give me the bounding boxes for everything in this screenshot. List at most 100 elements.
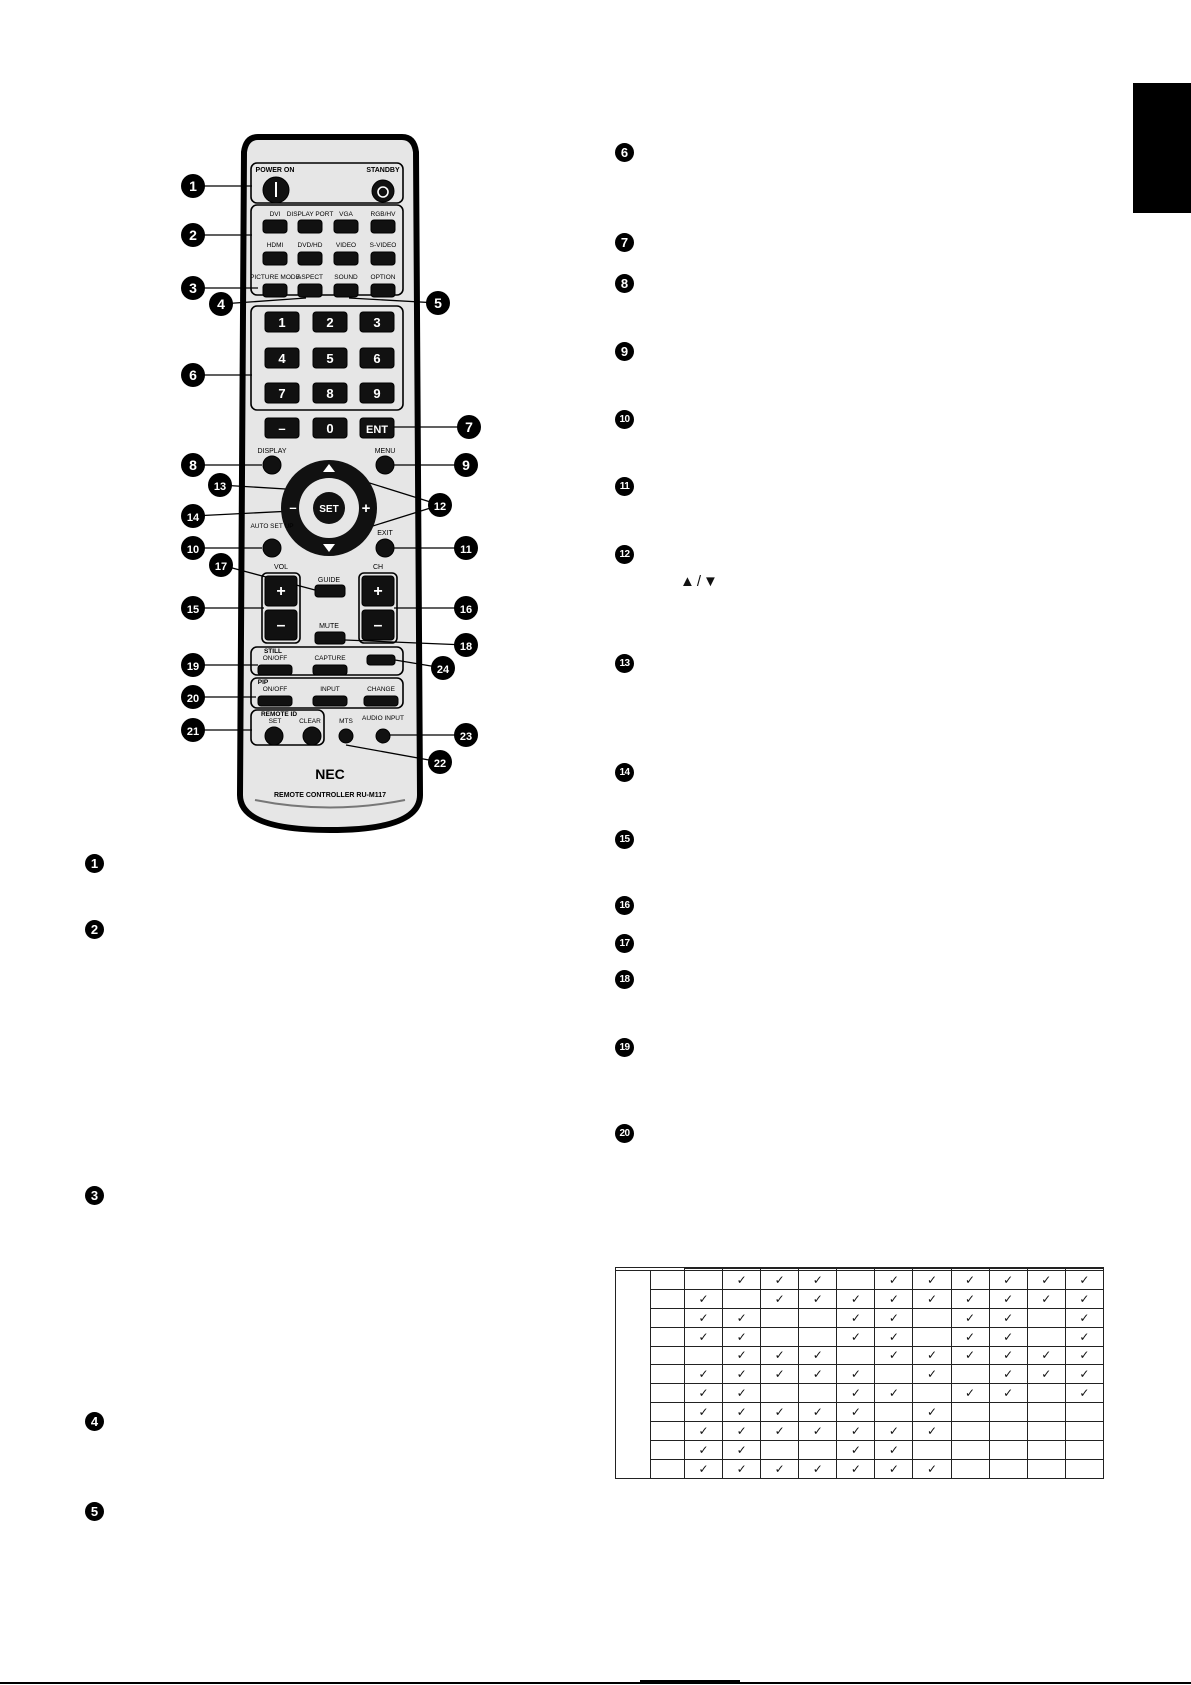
keypad-button-6[interactable] (264, 382, 300, 404)
mode-button-2[interactable] (333, 283, 359, 298)
input-button-2[interactable] (333, 219, 359, 234)
auto-set-up-button[interactable] (262, 538, 282, 558)
pip-label: PIP (258, 679, 269, 686)
check-icon: ✓ (1064, 1345, 1105, 1366)
keypad-button-4[interactable] (312, 347, 348, 369)
input2-label-1: DVD/HD (298, 242, 323, 249)
table-cell (798, 1326, 838, 1347)
keypad-button-7[interactable] (312, 382, 348, 404)
vol-down-button[interactable] (264, 609, 298, 641)
callout-number-24: 24 (437, 664, 450, 676)
table-cell (1064, 1421, 1105, 1442)
remote-id-set-button[interactable] (264, 726, 284, 746)
item-marker-5: 5 (85, 1502, 104, 1521)
keypad-button-5[interactable] (359, 347, 395, 369)
remote-bottom-curve (254, 799, 406, 809)
item-marker-8: 8 (615, 274, 634, 293)
check-icon: ✓ (874, 1345, 914, 1366)
check-icon: ✓ (874, 1383, 914, 1404)
keypad-button-9[interactable] (264, 417, 300, 439)
check-icon: ✓ (874, 1440, 914, 1460)
keypad-button-10[interactable] (312, 417, 348, 439)
guide-button[interactable] (314, 584, 346, 598)
check-icon: ✓ (760, 1421, 800, 1442)
check-icon: ✓ (722, 1364, 762, 1385)
up-down-arrows-text: ▲/▼ (680, 573, 720, 590)
check-icon: ✓ (836, 1307, 876, 1328)
table-row-label-cell (649, 1402, 685, 1423)
standby-button[interactable] (371, 179, 395, 203)
ch-down-button[interactable] (361, 609, 395, 641)
guide-label: GUIDE (318, 577, 341, 584)
mode-button-0[interactable] (262, 283, 288, 298)
item-marker-17: 17 (615, 934, 634, 953)
remote-id-clear-button[interactable] (302, 726, 322, 746)
callout-number-23: 23 (460, 731, 472, 743)
vol-up-button[interactable] (264, 575, 298, 607)
check-icon: ✓ (950, 1326, 990, 1347)
input-button-1[interactable] (297, 219, 323, 234)
check-icon: ✓ (912, 1345, 952, 1366)
table-row-label-cell (649, 1345, 685, 1366)
exit-button[interactable] (375, 538, 395, 558)
input2-button-2[interactable] (333, 251, 359, 266)
callout-number-20: 20 (187, 693, 199, 705)
keypad-button-1[interactable] (312, 311, 348, 333)
callout-number-14: 14 (187, 512, 200, 524)
pip-input-button[interactable] (312, 695, 348, 707)
keypad-button-8[interactable] (359, 382, 395, 404)
table-row-label-cell (649, 1364, 685, 1385)
table-row: ✓✓✓✓✓✓✓✓✓ (616, 1364, 1105, 1385)
callout-circle-24 (431, 656, 455, 680)
input-button-3[interactable] (370, 219, 396, 234)
keypad-button-3[interactable] (264, 347, 300, 369)
check-icon: ✓ (722, 1440, 762, 1460)
callout-number-19: 19 (187, 661, 199, 673)
vol-label: VOL (274, 564, 288, 571)
input2-button-1[interactable] (297, 251, 323, 266)
ch-label: CH (373, 564, 383, 571)
check-icon: ✓ (988, 1307, 1028, 1328)
ent-button[interactable] (359, 417, 395, 439)
check-icon: ✓ (683, 1364, 724, 1385)
callout-number-17: 17 (215, 561, 227, 573)
table-cell (1064, 1402, 1105, 1423)
keypad-button-2[interactable] (359, 311, 395, 333)
input2-button-0[interactable] (262, 251, 288, 266)
still-on-off-button[interactable] (257, 664, 293, 676)
ch-up-button[interactable] (361, 575, 395, 607)
capture-button[interactable] (312, 664, 348, 676)
set-button[interactable] (313, 492, 345, 524)
mode-button-1[interactable] (297, 283, 323, 298)
mode-button-3[interactable] (370, 283, 396, 298)
keypad-label-8: 9 (373, 386, 380, 401)
still-on-off-label: ON/OFF (263, 655, 288, 662)
exit-label: EXIT (377, 530, 393, 537)
input2-button-3[interactable] (370, 251, 396, 266)
vol-minus: – (277, 617, 286, 634)
teletext-button[interactable] (366, 654, 396, 666)
pip-on-off-button[interactable] (257, 695, 293, 707)
audio-input-button[interactable] (375, 728, 391, 744)
check-icon: ✓ (950, 1383, 990, 1404)
display-button[interactable] (262, 455, 282, 475)
check-icon: ✓ (1026, 1345, 1066, 1366)
check-icon: ✓ (1026, 1364, 1066, 1385)
input-button-0[interactable] (262, 219, 288, 234)
callout-circle-15 (181, 596, 205, 620)
callout-number-16: 16 (460, 604, 472, 616)
table-cell (760, 1326, 800, 1347)
check-icon: ✓ (683, 1402, 724, 1423)
mts-button[interactable] (338, 728, 354, 744)
item-marker-16: 16 (615, 896, 634, 915)
menu-button[interactable] (375, 455, 395, 475)
plus-label: + (362, 500, 371, 517)
remote-buttons (257, 176, 399, 746)
callout-number-4: 4 (217, 296, 225, 312)
keypad-button-0[interactable] (264, 311, 300, 333)
mute-button[interactable] (314, 631, 346, 645)
table-cell (950, 1440, 990, 1460)
item-marker-1: 1 (85, 854, 104, 873)
keypad-label-1: 2 (326, 315, 333, 330)
pip-change-button[interactable] (363, 695, 399, 707)
